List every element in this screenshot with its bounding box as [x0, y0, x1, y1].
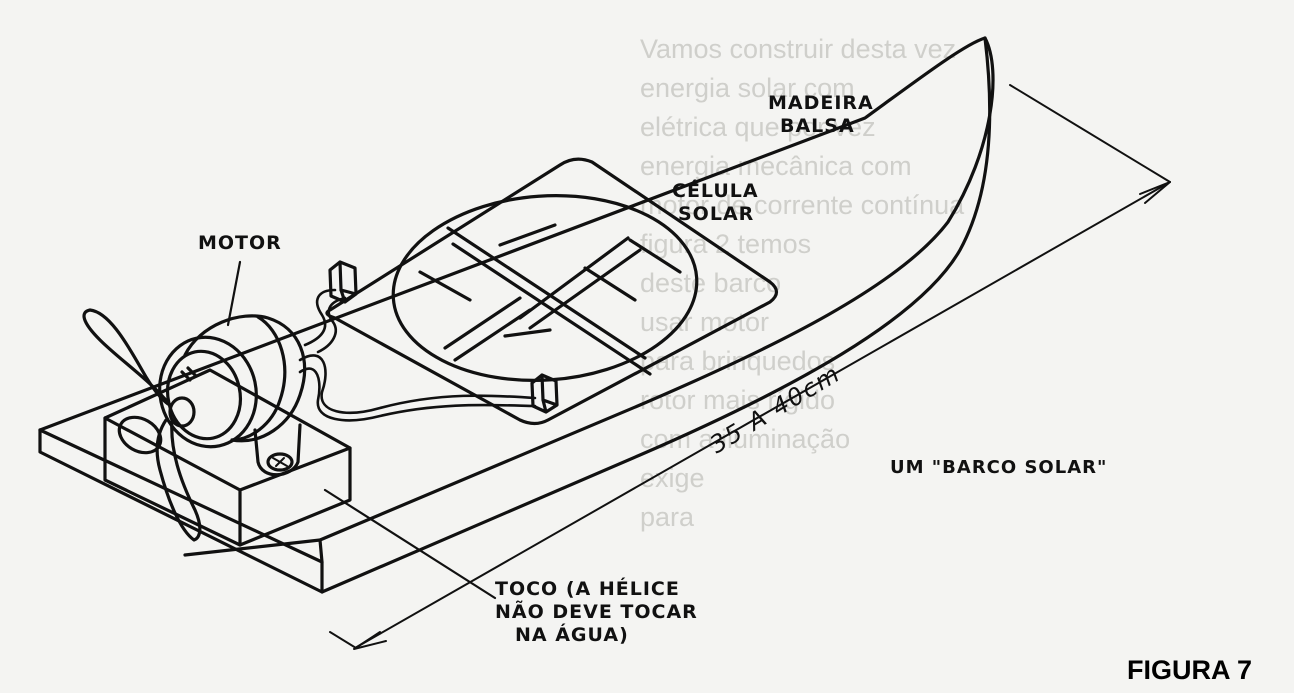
label-celula-line2: SOLAR — [678, 203, 755, 225]
label-madeira-line2: BALSA — [780, 115, 855, 137]
label-madeira-line1: MADEIRA — [768, 92, 874, 114]
label-madeira-balsa: MADEIRA BALSA — [768, 92, 874, 138]
figure-label: FIGURA 7 — [1127, 655, 1253, 685]
dimension-line — [354, 181, 1171, 649]
shaft — [168, 396, 196, 428]
wire-1b — [316, 296, 347, 354]
motor-body — [183, 314, 307, 443]
solar-cell-disc — [391, 194, 699, 382]
label-celula-solar: CÉLULA SOLAR — [672, 180, 759, 226]
label-toco-line1: TOCO (A HÉLICE — [495, 578, 680, 600]
label-toco-line3: NA ÁGUA) — [515, 624, 629, 646]
label-celula-line1: CÉLULA — [672, 180, 759, 202]
mount-block — [103, 368, 352, 547]
motor-end-cap — [158, 335, 258, 449]
terminal-top — [328, 260, 358, 304]
label-toco: TOCO (A HÉLICE NÃO DEVE TOCAR NA ÁGUA) — [495, 578, 698, 647]
propeller-upper — [82, 308, 172, 407]
leader-motor — [226, 260, 242, 327]
motor-bracket — [253, 423, 302, 477]
propeller-hub — [117, 415, 163, 455]
label-toco-line2: NÃO DEVE TOCAR — [495, 601, 698, 623]
wire-2 — [298, 354, 537, 415]
wire-2b — [298, 367, 537, 422]
caption: UM "BARCO SOLAR" — [890, 457, 1108, 478]
propeller-lower — [155, 418, 202, 542]
bleed-through-text: Vamos construir desta vez energia solar … — [640, 34, 965, 532]
wire-1 — [303, 288, 337, 347]
leader-toco — [323, 488, 497, 600]
hull-side — [320, 36, 992, 594]
hull-deck — [38, 36, 995, 557]
hull-front — [38, 428, 324, 594]
label-motor: MOTOR — [198, 232, 282, 254]
